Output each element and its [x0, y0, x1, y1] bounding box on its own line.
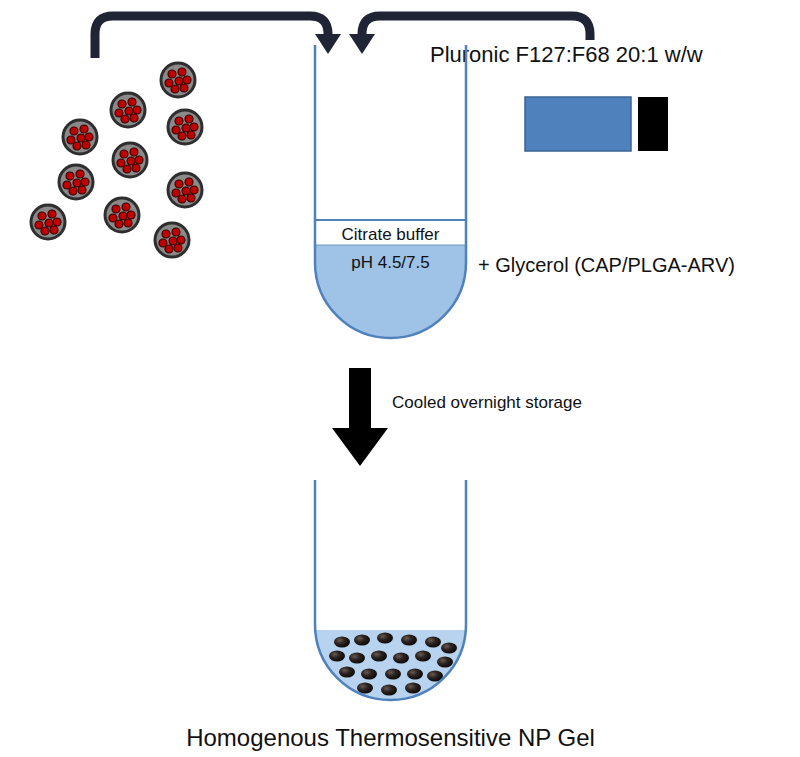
curved-arrow: [95, 16, 341, 58]
gel-particle: [385, 669, 401, 680]
tube-wall: [315, 45, 466, 338]
gel-particle: [441, 643, 457, 654]
gel-particle: [349, 653, 365, 664]
result-caption: Homogenous Thermosensitive NP Gel: [186, 724, 595, 752]
gel-particle: [339, 667, 355, 678]
layer-label: pH 4.5/7.5: [351, 253, 429, 273]
nanoparticle-cluster: [31, 63, 202, 257]
gel-particle: [407, 669, 423, 680]
gel-particle: [381, 685, 397, 696]
gel-particle: [437, 657, 453, 668]
gel-particle: [357, 683, 373, 694]
pluronic-f68-block: [638, 97, 668, 151]
step-label: Cooled overnight storage: [390, 393, 584, 413]
gel-particle: [361, 669, 377, 680]
additive-note: + Glycerol (CAP/PLGA-ARV): [478, 254, 735, 277]
reagent-name: Pluronic F127:F68 20:1 w/w: [430, 42, 703, 68]
gel-particle: [329, 651, 345, 662]
gel-particle: [425, 637, 441, 648]
reagent-label: Pluronic F127:F68 20:1 w/w: [430, 42, 703, 68]
gel-particle: [405, 683, 421, 694]
layer-line: [315, 219, 466, 221]
process-arrow: [332, 368, 388, 466]
tube-wall: [315, 480, 466, 700]
gel-particle: [371, 651, 387, 662]
liquid-surface: [315, 245, 466, 246]
gel-particle: [415, 651, 431, 662]
pluronic-f127-block: [525, 97, 631, 151]
gel-particle: [393, 653, 409, 664]
gel-particle: [354, 635, 370, 646]
gel-particle: [401, 635, 417, 646]
test-tube: Homogenous Thermosensitive NP Gel: [313, 480, 468, 702]
gel-particle: [377, 633, 393, 644]
layer-label: Citrate buffer: [342, 225, 440, 245]
tube-outline: [313, 45, 468, 340]
liquid: [315, 625, 466, 700]
tube-outline: [313, 480, 468, 702]
gel-particle: [334, 637, 350, 648]
test-tube: Citrate buffer pH 4.5/7.5: [313, 45, 468, 340]
liquid: [315, 245, 466, 338]
